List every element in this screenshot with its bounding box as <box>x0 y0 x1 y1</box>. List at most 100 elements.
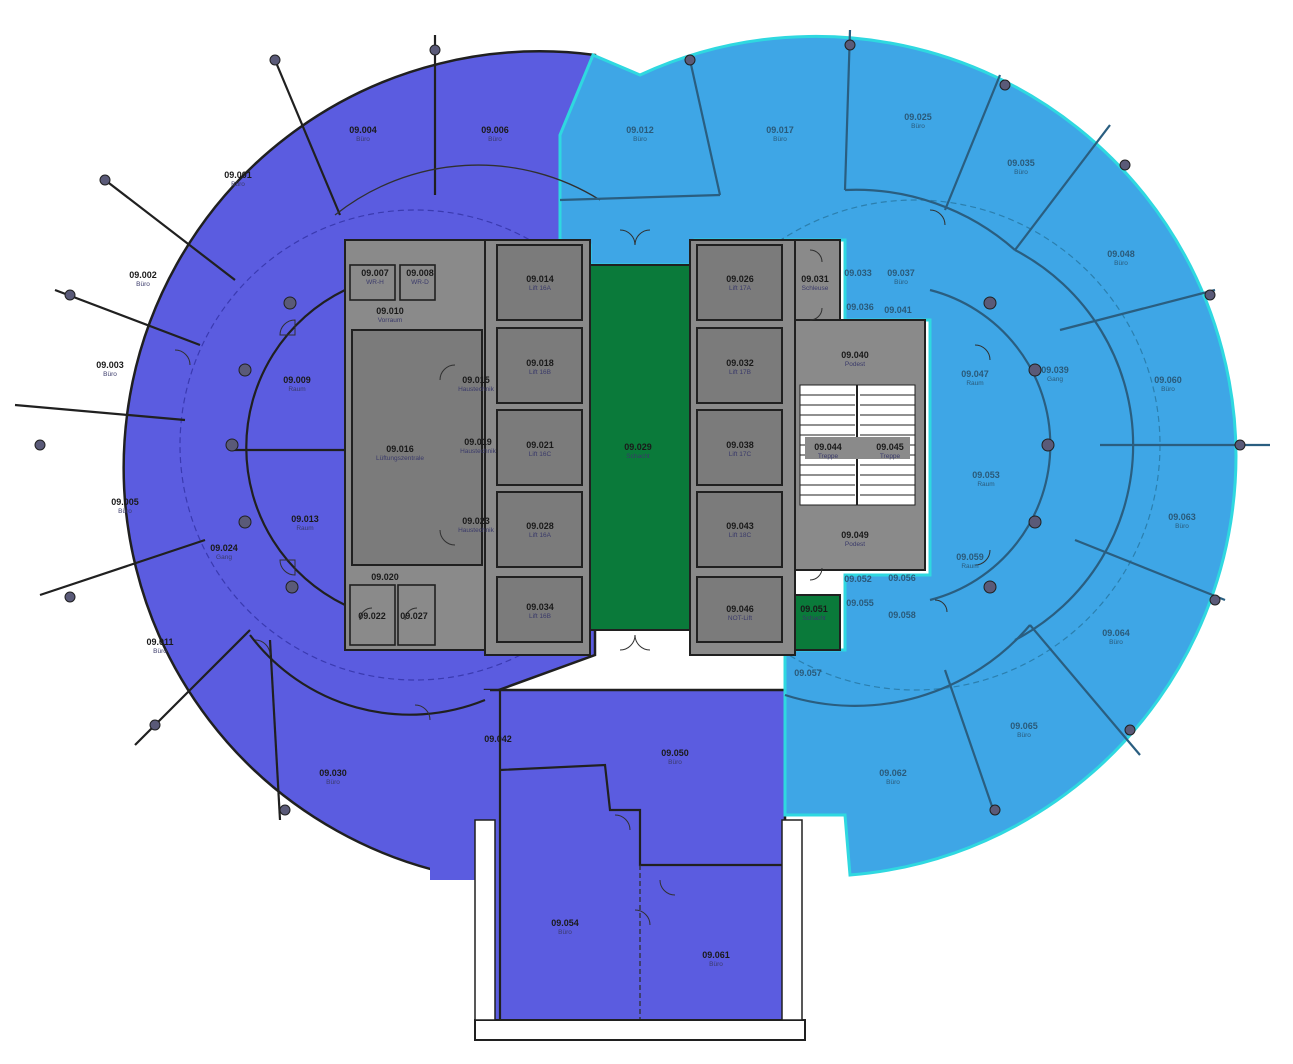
room-type: Büro <box>668 759 682 766</box>
room-09-027[interactable]: 09.027 <box>400 611 428 621</box>
room-09-057[interactable]: 09.057 <box>794 668 822 678</box>
room-type: Büro <box>1014 169 1028 176</box>
room-number: 09.041 <box>884 305 912 315</box>
room-09-022[interactable]: 09.022 <box>358 611 386 621</box>
room-number: 09.005 <box>111 497 139 507</box>
room-number: 09.047 <box>961 369 989 379</box>
walls-right <box>559 29 1270 816</box>
lueftungszentrale <box>351 329 483 566</box>
room-number: 09.055 <box>846 598 874 608</box>
shaft-green[interactable] <box>589 264 696 631</box>
room-type: Haustechnik <box>458 527 495 534</box>
room-type: Raum <box>288 386 305 393</box>
room-number: 09.036 <box>846 302 874 312</box>
office-annex-south[interactable] <box>483 688 787 1032</box>
room-number: 09.043 <box>726 521 754 531</box>
room-number: 09.024 <box>210 543 238 553</box>
room-09-052[interactable]: 09.052 <box>844 574 872 584</box>
room-type: Büro <box>558 929 572 936</box>
room-type: Büro <box>356 136 370 143</box>
room-number: 09.063 <box>1168 512 1196 522</box>
room-09-056[interactable]: 09.056 <box>888 573 916 583</box>
room-09-055[interactable]: 09.055 <box>846 598 874 608</box>
room-number: 09.011 <box>146 637 173 647</box>
room-type: Lift 16A <box>529 532 552 539</box>
room-09-020[interactable]: 09.020 <box>371 572 399 582</box>
room-09-058[interactable]: 09.058 <box>888 610 916 620</box>
room-type: Podest <box>845 361 865 368</box>
room-number: 09.022 <box>358 611 386 621</box>
shaft-green-small[interactable] <box>794 594 841 651</box>
room-number: 09.058 <box>888 610 916 620</box>
room-number: 09.032 <box>726 358 754 368</box>
room-number: 09.014 <box>526 274 554 284</box>
room-09-042[interactable]: 09.042 <box>484 734 512 744</box>
room-number: 09.051 <box>800 604 828 614</box>
room-type: Büro <box>886 779 900 786</box>
room-type: Büro <box>773 136 787 143</box>
room-09-033[interactable]: 09.033 <box>844 268 872 278</box>
room-type: Podest <box>845 541 865 548</box>
room-type: Büro <box>1175 523 1189 530</box>
columns <box>34 39 1246 816</box>
room-number: 09.018 <box>526 358 554 368</box>
selected-zone-right[interactable] <box>558 34 1238 877</box>
room-09-041[interactable]: 09.041 <box>884 305 912 315</box>
room-09-036[interactable]: 09.036 <box>846 302 874 312</box>
room-type: Haustechnik <box>460 448 497 455</box>
